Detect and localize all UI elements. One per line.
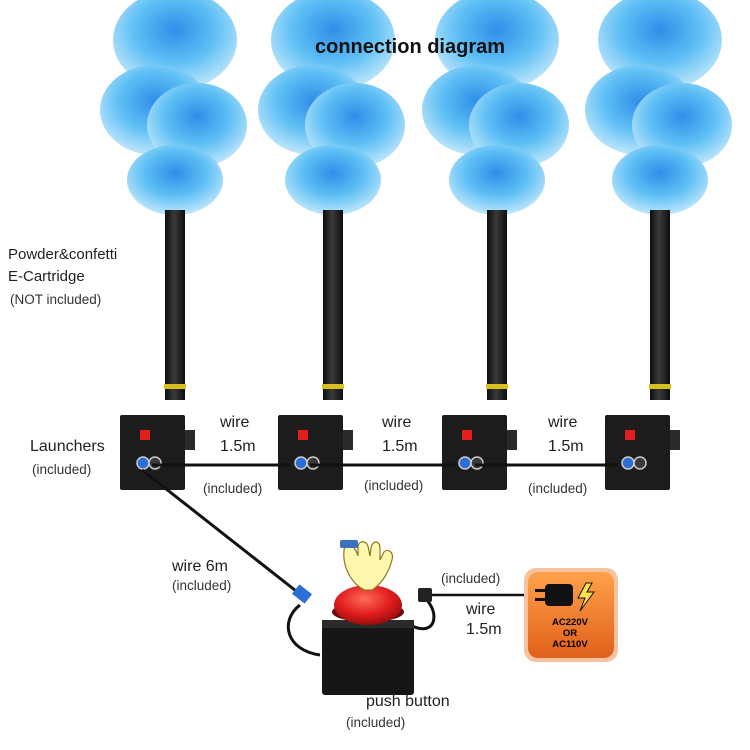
plug-line2: OR (562, 628, 578, 639)
launcher-unit-2 (258, 0, 405, 490)
cartridge-label-line1: Powder&confetti (8, 246, 118, 263)
launcher-tube (650, 210, 670, 400)
launcher-unit-1 (100, 0, 247, 490)
plug-icon (545, 584, 573, 606)
wire-3-label: wire (548, 414, 578, 431)
launcher-tube (323, 210, 343, 400)
wire-long-label: wire 6m (172, 558, 229, 575)
wire-1-length: 1.5m (220, 438, 256, 455)
wire-2-label: wire (382, 414, 412, 431)
launcher-base (120, 415, 185, 490)
wire-1-note: (included) (203, 481, 263, 496)
launcher-unit-3 (422, 0, 569, 490)
launcher-base (605, 415, 670, 490)
power-wire-length: 1.5m (466, 621, 502, 638)
power-wire-note: (included) (441, 571, 501, 586)
launcher-base (442, 415, 507, 490)
smoke-cloud (258, 0, 405, 215)
smoke-cloud (422, 0, 569, 215)
plug-line3: AC110V (552, 639, 588, 650)
cartridge-note: (NOT included) (10, 292, 102, 307)
lightning-icon (577, 582, 595, 612)
push-button-note: (included) (346, 715, 406, 730)
plug-line1: AC220V (552, 617, 588, 628)
wire-3-note: (included) (528, 481, 588, 496)
launcher-unit-4 (585, 0, 732, 490)
wire-2-length: 1.5m (382, 438, 418, 455)
power-wire-label: wire (466, 601, 496, 618)
wire-2-note: (included) (364, 478, 424, 493)
wire-to-push-button (141, 468, 306, 600)
power-plug-badge (524, 568, 618, 662)
launchers-label: Launchers (30, 438, 105, 455)
plug-voltage-text: AC220V OR AC110V (530, 617, 610, 650)
smoke-cloud (100, 0, 247, 215)
launcher-tube (165, 210, 185, 400)
hand-pointer-icon (340, 540, 393, 591)
wire-long-note: (included) (172, 578, 232, 593)
smoke-cloud (585, 0, 732, 215)
page-title: connection diagram (314, 36, 506, 58)
push-button-device (286, 585, 436, 695)
wire-1-label: wire (220, 414, 250, 431)
wire-3-length: 1.5m (548, 438, 584, 455)
launcher-base (278, 415, 343, 490)
launcher-tube (487, 210, 507, 400)
cartridge-label-line2: E-Cartridge (8, 268, 85, 285)
push-button-label: push button (366, 693, 450, 710)
launchers-note: (included) (32, 462, 92, 477)
